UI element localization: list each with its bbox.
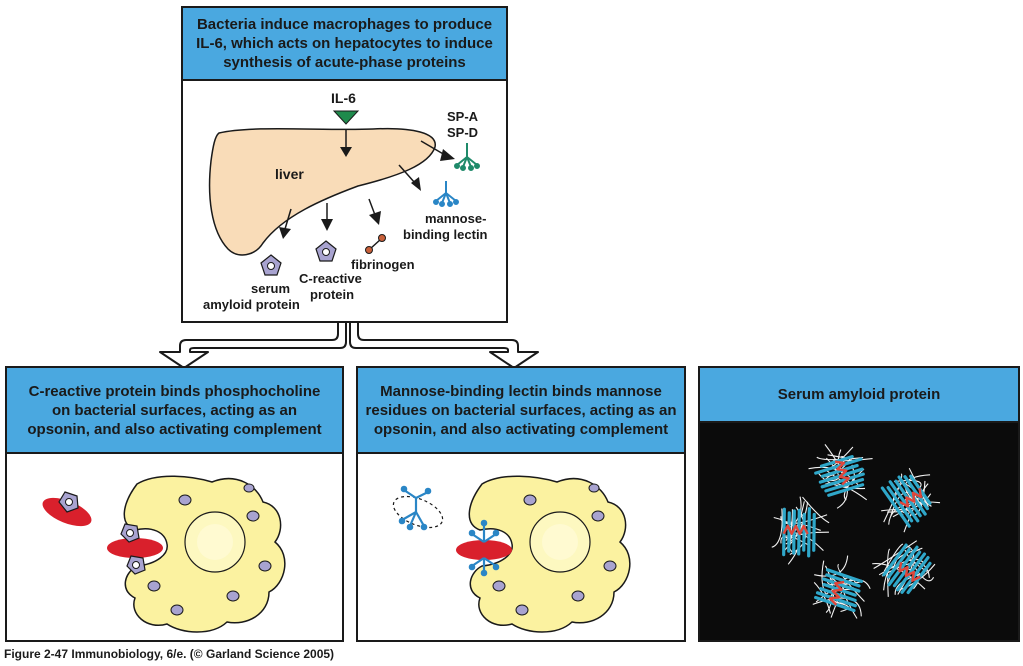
sap-structure-image xyxy=(700,423,1018,640)
crp-pentamer-icon xyxy=(315,240,337,262)
sap-subunit xyxy=(808,444,873,509)
liver-shape xyxy=(208,127,436,256)
top-panel: Bacteria induce macrophages to produce I… xyxy=(181,6,508,323)
figure-caption: Figure 2-47 Immunobiology, 6/e. (© Garla… xyxy=(4,647,335,661)
liver-label: liver xyxy=(275,166,304,182)
crp-panel-body xyxy=(7,454,342,640)
fibrinogen-icon xyxy=(365,234,386,254)
spa-label: SP-A xyxy=(447,109,479,124)
granules xyxy=(492,483,617,616)
crp-macrophage-diagram xyxy=(42,475,286,633)
fibrinogen-label: fibrinogen xyxy=(351,257,415,272)
spd-label: SP-D xyxy=(447,125,478,140)
bound-crp-icon-1 xyxy=(120,523,140,543)
mbl-macrophage-diagram xyxy=(392,475,631,633)
mannose-binding-lectin-icon xyxy=(433,181,459,207)
mbl-panel-body xyxy=(358,454,684,640)
bound-crp-icon-2 xyxy=(126,555,146,575)
sp-collectin-icon xyxy=(454,143,480,171)
mannose-label-1: mannose- xyxy=(425,211,486,226)
sap-panel: Serum amyloid protein xyxy=(698,366,1020,642)
sap-pentamer-structure xyxy=(771,444,941,619)
sap-subunit xyxy=(771,496,830,565)
crp-pentamer-icon xyxy=(58,491,79,513)
bound-bacterium xyxy=(107,538,163,558)
crp-panel-header: C-reactive protein binds phosphocholine … xyxy=(7,368,342,454)
granules xyxy=(147,483,272,616)
sap-subunit xyxy=(812,555,871,619)
crp-panel: C-reactive protein binds phosphocholine … xyxy=(5,366,344,642)
secretion-arrows xyxy=(284,140,446,230)
sap-panel-header: Serum amyloid protein xyxy=(700,368,1018,423)
il6-label: IL-6 xyxy=(331,90,356,106)
bound-bacterium xyxy=(456,540,512,560)
crp-label-1: C-reactive xyxy=(299,271,362,286)
top-panel-header: Bacteria induce macrophages to produce I… xyxy=(183,8,506,81)
sap-subunit xyxy=(880,467,941,533)
liver-diagram: liver IL-6 SP-A SP- xyxy=(203,90,488,312)
il6-triangle-icon xyxy=(332,110,360,125)
free-mbl-icon xyxy=(398,485,432,531)
serum-label-1: serum xyxy=(251,281,290,296)
top-panel-body: liver IL-6 SP-A SP- xyxy=(183,81,506,321)
crp-label-2: protein xyxy=(310,287,354,302)
sap-subunit xyxy=(872,540,936,597)
mbl-panel: Mannose-binding lectin binds mannose res… xyxy=(356,366,686,642)
mbl-panel-header: Mannose-binding lectin binds mannose res… xyxy=(358,368,684,454)
mannose-label-2: binding lectin xyxy=(403,227,488,242)
bound-mbl-icon xyxy=(468,519,500,577)
serum-label-2: amyloid protein xyxy=(203,297,300,312)
sap-pentamer-icon xyxy=(260,254,282,276)
